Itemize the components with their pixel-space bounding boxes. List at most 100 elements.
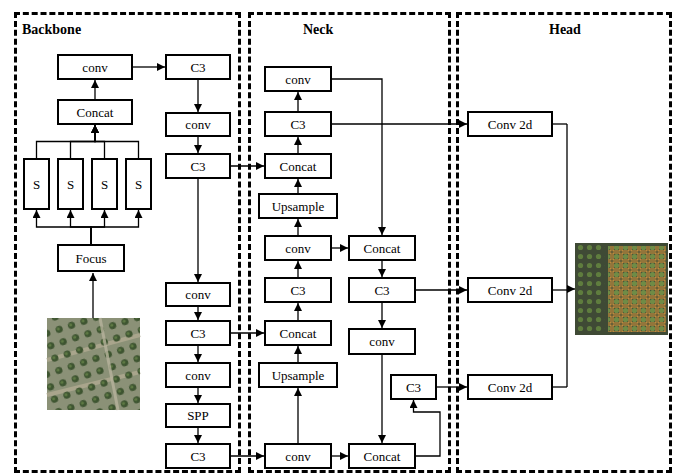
layer-label: S [33, 178, 40, 191]
layer-label: C3 [374, 284, 389, 297]
flow-arrow [297, 179, 298, 193]
layer-label: conv [82, 61, 107, 74]
layer-box: S [91, 158, 118, 210]
layer-box: Concat [264, 320, 332, 346]
layer-label: conv [185, 288, 210, 301]
layer-box: C3 [165, 54, 231, 80]
layer-label: S [135, 178, 142, 191]
layer-label: S [67, 178, 74, 191]
flow-arrow [297, 303, 298, 320]
flow-arrow [416, 289, 467, 290]
layer-box: conv [264, 235, 332, 261]
layer-label: C3 [406, 381, 421, 394]
flow-arrow [37, 210, 92, 244]
layer-label: C3 [190, 450, 205, 463]
section-region: NeckconvC3ConcatUpsampleconvC3ConcatUpsa… [248, 12, 451, 473]
layer-box: conv [264, 66, 332, 92]
flow-arrow [437, 386, 467, 387]
flow-arrow [197, 179, 198, 282]
layer-label: conv [185, 369, 210, 382]
layer-label: Conv 2d [488, 381, 532, 394]
output-image [575, 243, 668, 335]
section-region: HeadConv 2d Conv 2d Conv 2d [456, 12, 672, 473]
flow-arrow [332, 79, 382, 235]
flow-arrow [332, 455, 348, 456]
layer-box: S [57, 158, 84, 210]
layer-label: conv [285, 450, 310, 463]
layer-label: Upsample [272, 200, 325, 213]
section-title: Neck [303, 23, 333, 37]
layer-label: Conv 2d [488, 118, 532, 131]
layer-box: C3 [165, 320, 231, 346]
flow-arrow [381, 303, 382, 328]
flow-arrow [95, 125, 139, 158]
layer-label: C3 [190, 61, 205, 74]
layer-box: S [125, 158, 152, 210]
layer-box: C3 [264, 111, 332, 137]
flow-arrow [197, 346, 198, 362]
flow-arrow [197, 388, 198, 403]
flow-arrow [297, 388, 298, 443]
flow-arrow [297, 219, 298, 235]
flow-arrow [332, 247, 348, 248]
layer-label: Concat [280, 327, 317, 340]
layer-box: Focus [57, 244, 125, 272]
layer-box: Concat [264, 153, 332, 179]
layer-box: conv [264, 443, 332, 469]
layer-box: Conv 2d [467, 277, 553, 303]
section-region: BackboneconvC3ConcatSSSSFocusconvC3convC… [14, 12, 241, 473]
flow-arrow [297, 346, 298, 362]
layer-label: Concat [280, 160, 317, 173]
layer-box: Concat [348, 443, 416, 469]
flow-arrow [133, 66, 165, 67]
flow-arrow [197, 137, 198, 153]
flow-arrow [94, 80, 95, 99]
layer-label: SPP [187, 409, 209, 422]
flow-arrow [91, 210, 139, 244]
layer-box: SPP [165, 403, 231, 428]
input-image [47, 318, 140, 410]
flow-arrow [297, 137, 298, 153]
layer-box: conv [165, 282, 231, 307]
output-wires [553, 124, 575, 387]
flow-arrow [381, 355, 382, 443]
flow-arrow [71, 125, 96, 158]
section-title: Head [549, 23, 581, 37]
layer-label: S [101, 178, 108, 191]
input-arrow [92, 273, 93, 318]
flow-arrow [297, 92, 298, 111]
layer-label: C3 [290, 118, 305, 131]
layer-box: conv [348, 328, 416, 355]
layer-label: conv [285, 242, 310, 255]
layer-box: conv [57, 54, 133, 80]
flow-arrow [37, 125, 96, 158]
layer-box: S [23, 158, 50, 210]
layer-box: C3 [165, 443, 231, 469]
flow-arrow [197, 428, 198, 443]
layer-label: C3 [290, 284, 305, 297]
section-title: Backbone [22, 23, 81, 37]
flow-arrow [414, 400, 441, 456]
layer-label: Conv 2d [488, 284, 532, 297]
layer-label: C3 [190, 327, 205, 340]
layer-label: Upsample [272, 369, 325, 382]
layer-box: Concat [57, 99, 133, 125]
layer-label: Concat [77, 106, 114, 119]
flow-arrow [297, 261, 298, 277]
layer-box: conv [165, 362, 231, 388]
layer-label: Focus [75, 252, 106, 265]
layer-label: C3 [190, 160, 205, 173]
layer-box: C3 [390, 374, 437, 400]
flow-arrow [71, 210, 92, 244]
layer-box: C3 [165, 153, 231, 179]
layer-label: Concat [364, 450, 401, 463]
layer-box: Conv 2d [467, 111, 553, 137]
flow-arrow [332, 123, 467, 124]
flow-arrow [381, 261, 382, 277]
layer-box: C3 [348, 277, 416, 303]
layer-box: Upsample [258, 193, 338, 219]
flow-arrow [197, 307, 198, 320]
layer-box: Conv 2d [467, 374, 553, 400]
layer-box: Concat [348, 235, 416, 261]
layer-label: Concat [364, 242, 401, 255]
